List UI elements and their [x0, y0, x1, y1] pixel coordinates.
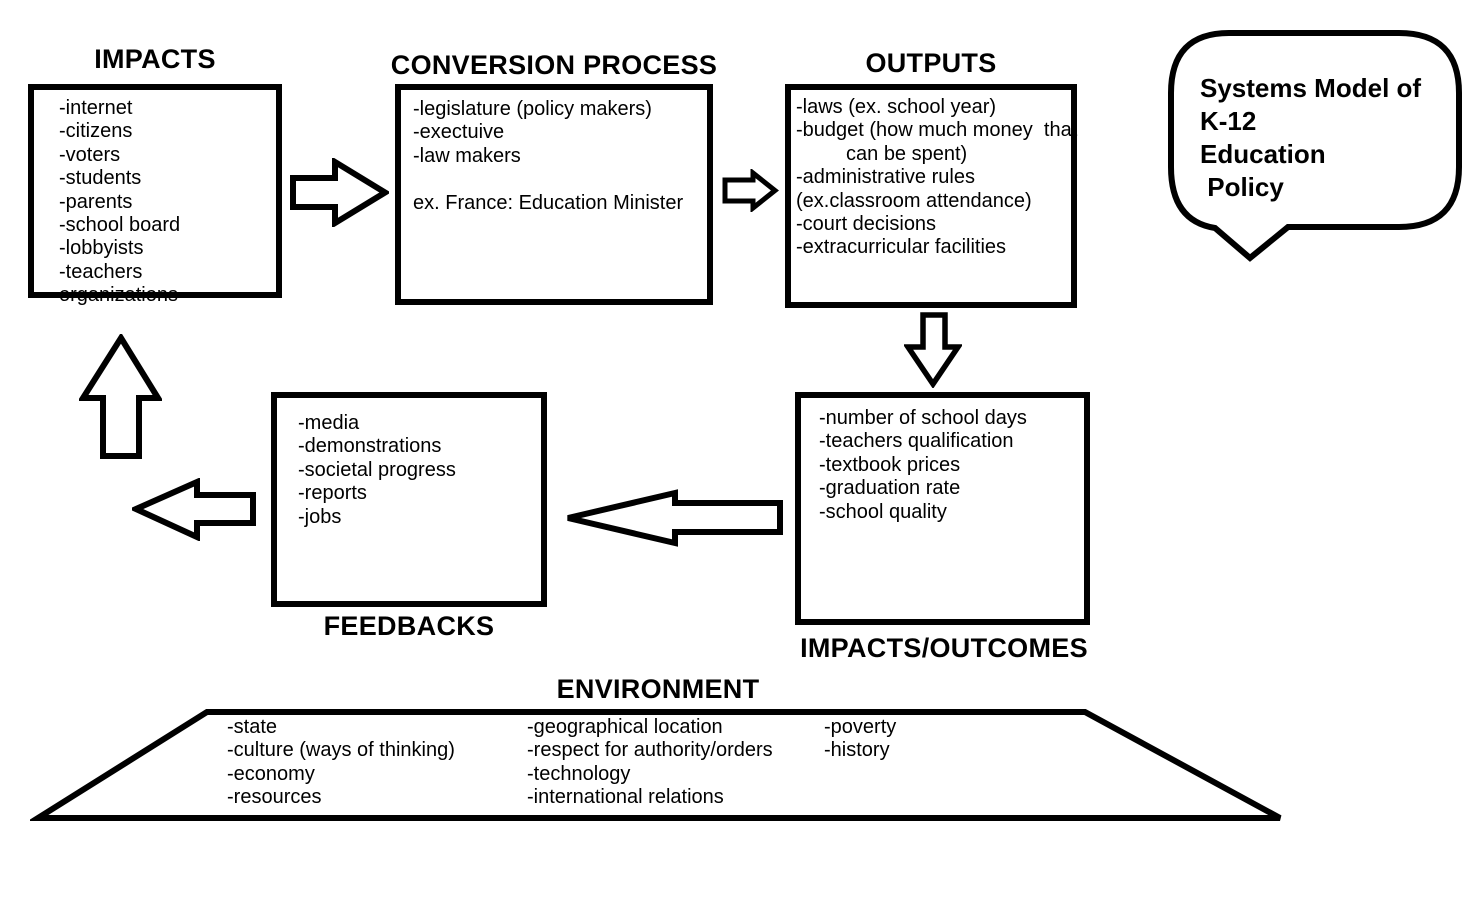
environment-col3: -poverty -history [824, 716, 897, 762]
down-arrow-outputs-to-outcomes [904, 312, 962, 388]
feedbacks-box: -media -demonstrations -societal progres… [271, 392, 547, 607]
environment-col2: -geographical location -respect for auth… [527, 716, 773, 809]
impacts-outcomes-list: -number of school days -teachers qualifi… [819, 407, 1027, 523]
environment-col1: -state -culture (ways of thinking) -econ… [227, 716, 455, 809]
left-arrow-from-feedbacks [132, 478, 256, 541]
outputs-box: -laws (ex. school year) -budget (how muc… [785, 84, 1077, 308]
impacts-outcomes-title: IMPACTS/OUTCOMES [800, 633, 1088, 663]
impacts-outcomes-box: -number of school days -teachers qualifi… [795, 392, 1090, 625]
up-arrow-to-impacts [79, 334, 162, 459]
impacts-list: -internet -citizens -voters -students -p… [59, 97, 181, 307]
impacts-title: IMPACTS [94, 44, 216, 74]
outputs-list: -laws (ex. school year) -budget (how muc… [796, 96, 1078, 259]
speech-bubble [1168, 30, 1462, 262]
conversion-process-title: CONVERSION PROCESS [390, 50, 718, 80]
bubble-text: Systems Model of K-12 Education Policy [1200, 73, 1422, 202]
right-arrow-conversion-to-outputs [722, 169, 779, 212]
right-arrow-impacts-to-conversion [290, 158, 389, 227]
environment-trapezoid [30, 709, 1282, 821]
left-arrow-outcomes-to-feedbacks [567, 489, 783, 547]
environment-title: ENVIRONMENT [556, 674, 760, 704]
feedbacks-title: FEEDBACKS [323, 611, 495, 641]
outputs-title: OUTPUTS [865, 48, 997, 78]
feedbacks-list: -media -demonstrations -societal progres… [298, 412, 456, 528]
conversion-process-list: -legislature (policy makers) -exectuive … [413, 98, 684, 214]
impacts-box: -internet -citizens -voters -students -p… [28, 84, 282, 306]
conversion-process-box: -legislature (policy makers) -exectuive … [395, 84, 713, 305]
